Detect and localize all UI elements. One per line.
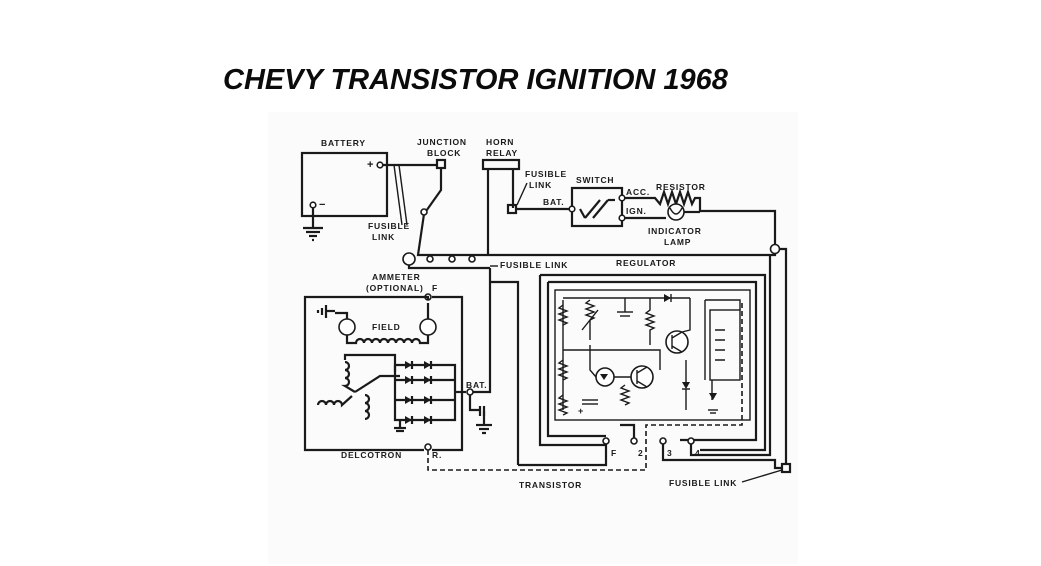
ammeter-label-line2: (OPTIONAL): [366, 283, 424, 293]
regulator: +: [538, 273, 767, 452]
regulator-terminal-4-label: 4: [695, 448, 701, 458]
indicator-lamp-label-line1: INDICATOR: [648, 226, 702, 236]
switch-bat-label: BAT.: [543, 197, 564, 207]
junction-block-label-line1: JUNCTION: [417, 137, 467, 147]
battery-plus-label: +: [367, 159, 374, 171]
ammeter-label-line1: AMMETER: [372, 272, 421, 282]
delcotron-label: DELCOTRON: [341, 450, 402, 460]
ignition-switch: SWITCH BAT. ACC. IGN.: [543, 175, 650, 228]
field-label: FIELD: [372, 322, 401, 332]
regulator-terminal-f: [602, 437, 610, 445]
transistor-dashed-wire: [427, 300, 743, 471]
battery-minus-label: −: [319, 199, 326, 211]
delcotron: FIELD: [303, 295, 492, 452]
battery: BATTERY + −: [300, 138, 389, 218]
resistor-label: RESISTOR: [656, 182, 706, 192]
regulator-terminal-2: [630, 437, 638, 445]
svg-text:+: +: [578, 406, 584, 416]
regulator-terminal-3: [659, 437, 667, 445]
fusible-link-label-bottom: FUSIBLE LINK: [669, 478, 737, 488]
fusible-link-wire-a: [393, 164, 403, 226]
diode-bridge: [405, 361, 433, 424]
junction-block-label-line2: BLOCK: [427, 148, 461, 158]
switch-label: SWITCH: [576, 175, 614, 185]
indicator-lamp: [667, 203, 685, 221]
switch-acc-label: ACC.: [626, 187, 650, 197]
bat-terminal-label: BAT.: [466, 380, 487, 390]
regulator-terminal-2-label: 2: [638, 448, 644, 458]
fusible-link-label-top-1: FUSIBLE: [525, 169, 567, 179]
fusible-link-label-top-2: LINK: [529, 180, 552, 190]
page-title: CHEVY TRANSISTOR IGNITION 1968: [223, 64, 728, 96]
r-terminal-label: R.: [432, 450, 442, 460]
resistor: [625, 188, 777, 245]
fusible-link-label-mid: FUSIBLE LINK: [500, 260, 568, 270]
regulator-terminal-4: [687, 437, 695, 445]
f-terminal-label: F: [432, 283, 438, 293]
fusible-link-label-left-1: FUSIBLE: [368, 221, 410, 231]
horn-relay-label-line1: HORN: [486, 137, 514, 147]
horn-relay: [481, 158, 521, 171]
regulator-label: REGULATOR: [616, 258, 676, 268]
fusible-link-label-left-2: LINK: [372, 232, 395, 242]
regulator-terminal-3-label: 3: [667, 448, 673, 458]
transistor-label: TRANSISTOR: [519, 480, 582, 490]
battery-label: BATTERY: [321, 138, 366, 148]
horn-relay-label-line2: RELAY: [486, 148, 518, 158]
switch-ign-label: IGN.: [626, 206, 647, 216]
indicator-lamp-label-line2: LAMP: [664, 237, 691, 247]
regulator-terminal-f-label: F: [611, 448, 617, 458]
ground-symbol-battery: [303, 208, 323, 242]
